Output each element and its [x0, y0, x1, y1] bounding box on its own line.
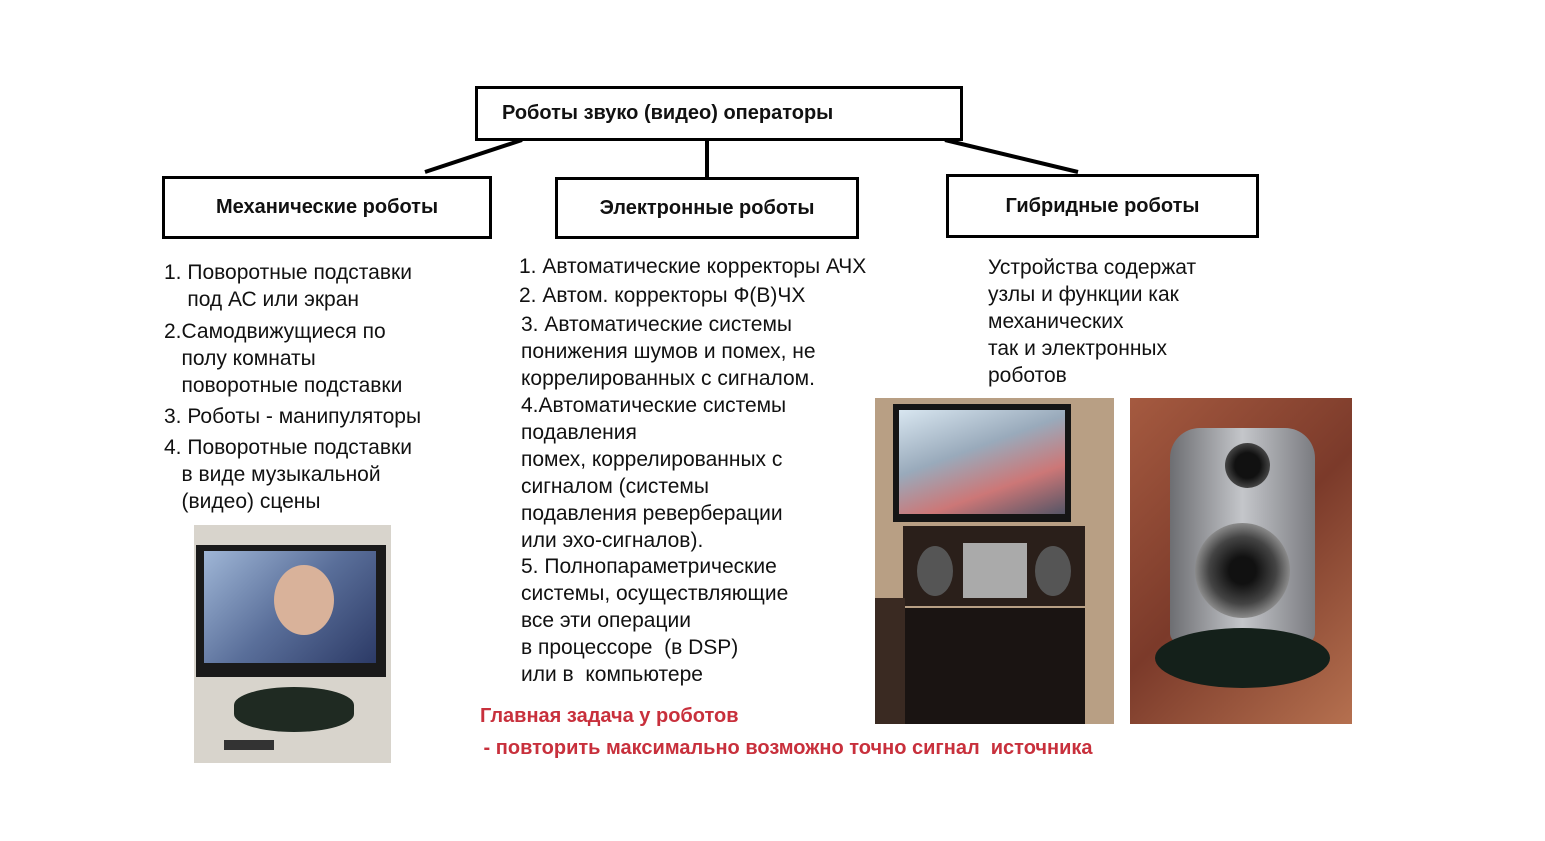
tv-and-stereo-rack-photo [875, 398, 1114, 724]
electronic-item-3: 3. Автоматические системы понижения шумо… [521, 313, 816, 390]
category-hybrid: Гибридные роботы [946, 174, 1259, 238]
electronic-item-4: 4.Автоматические системы подавления поме… [521, 394, 787, 552]
category-electronic: Электронные роботы [555, 177, 859, 239]
mechanical-item-3: 3. Роботы - манипуляторы [164, 405, 422, 428]
mechanical-item-4: 4. Поворотные подставки в виде музыкальн… [164, 436, 412, 513]
speaker-on-turntable-photo [1130, 398, 1352, 724]
connector-hybrid [944, 138, 1079, 174]
electronic-item-2: 2. Автом. корректоры Ф(В)ЧХ [519, 284, 806, 307]
conclusion-line-2: - повторить максимально возможно точно с… [478, 737, 1093, 759]
mechanical-item-1: 1. Поворотные подставки под АС или экран [164, 261, 412, 311]
mechanical-item-2: 2.Самодвижущиеся по полу комнаты поворот… [164, 320, 403, 397]
monitor-on-turntable-photo [194, 525, 391, 763]
electronic-item-1: 1. Автоматические корректоры АЧХ [519, 255, 867, 278]
category-mechanical: Механические роботы [162, 176, 492, 239]
electronic-item-5: 5. Полнопараметрические системы, осущест… [521, 555, 789, 686]
hybrid-description: Устройства содержат узлы и функции как м… [988, 256, 1197, 387]
connector-mechanical [424, 138, 523, 174]
conclusion-line-1: Главная задача у роботов [480, 705, 739, 727]
root-node: Роботы звуко (видео) операторы [475, 86, 963, 141]
